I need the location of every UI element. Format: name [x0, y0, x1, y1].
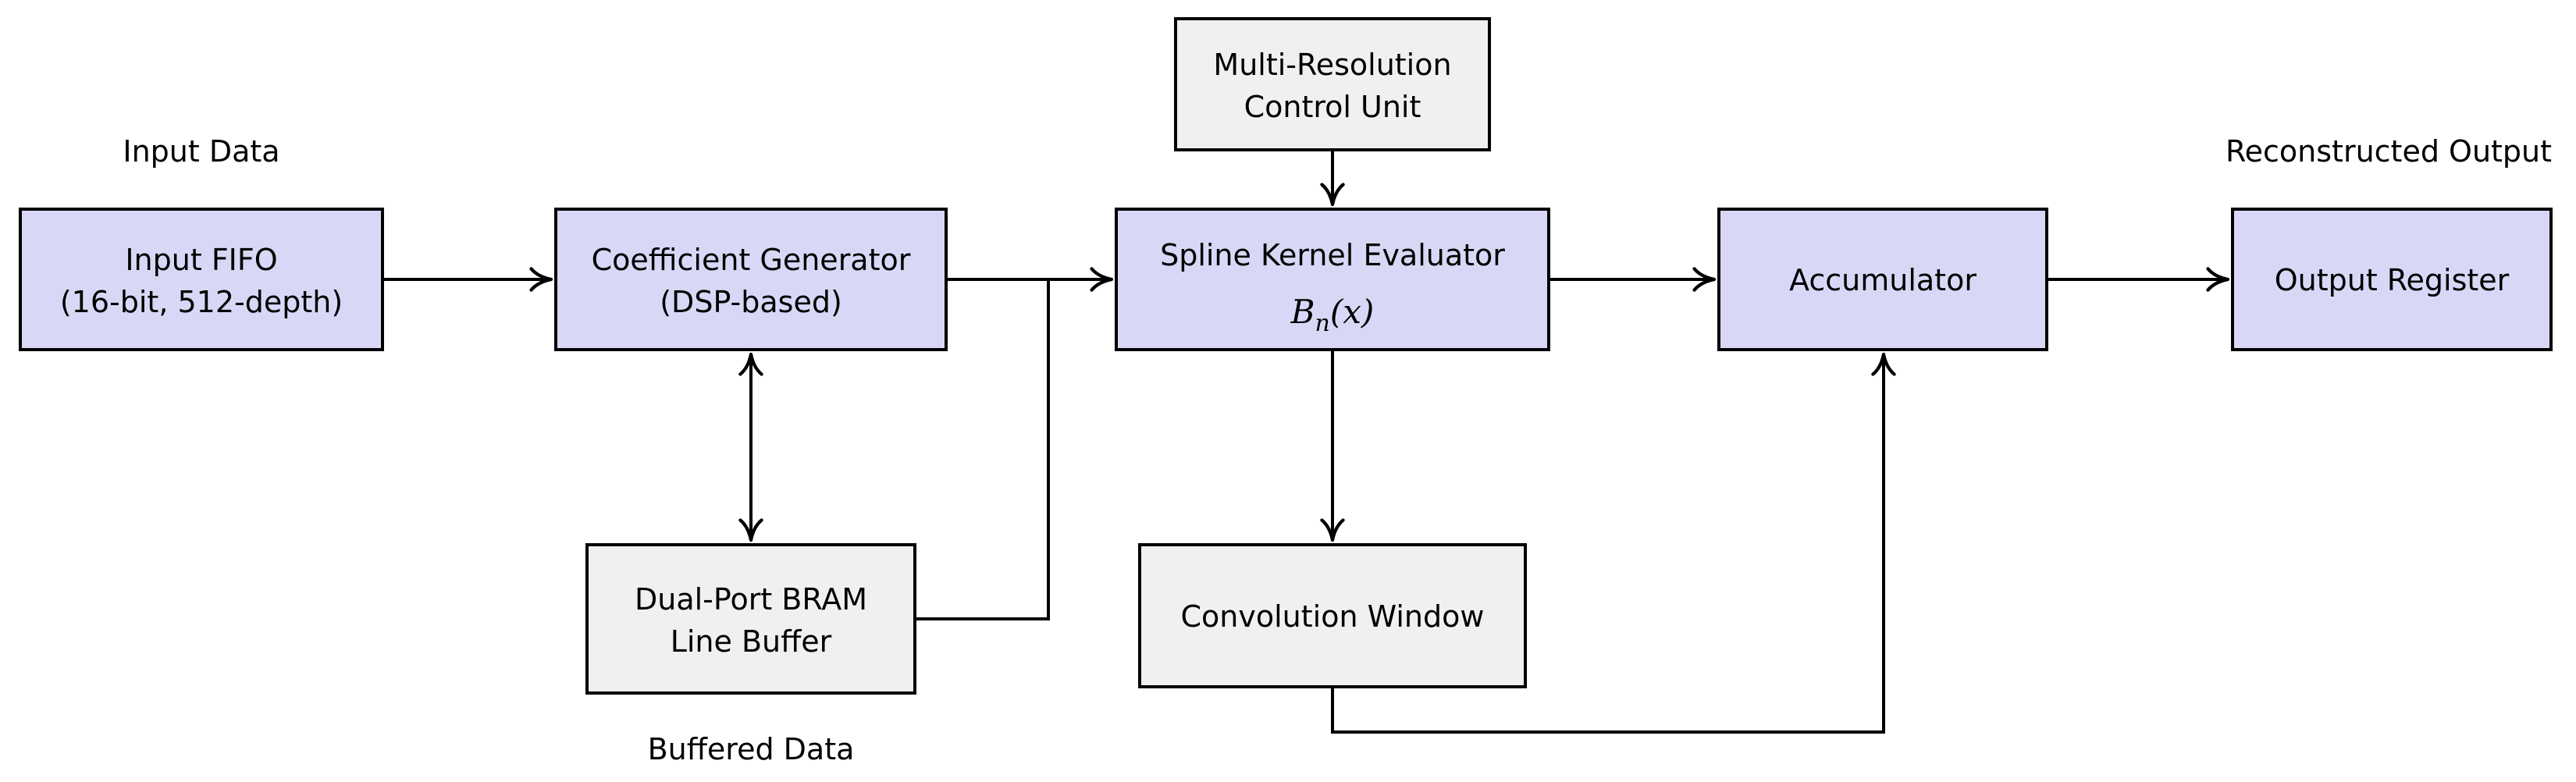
input-data-label: Input Data — [123, 134, 279, 169]
formula-subscript: n — [1315, 310, 1330, 337]
input-fifo-label-line2: (16-bit, 512-depth) — [60, 285, 343, 319]
node-input-fifo: Input FIFO (16-bit, 512-depth) — [19, 208, 384, 351]
convolution-window-label: Convolution Window — [1181, 599, 1485, 634]
bram-line-buffer-label-line2: Line Buffer — [671, 624, 832, 659]
output-register-label: Output Register — [2275, 263, 2510, 297]
accumulator-box — [1717, 208, 2048, 351]
coefficient-generator-label-line2: (DSP-based) — [660, 285, 842, 319]
buffered-data-label: Buffered Data — [648, 732, 855, 766]
input-fifo-box — [19, 208, 384, 351]
control-unit-box — [1174, 17, 1491, 151]
node-accumulator: Accumulator — [1717, 208, 2048, 351]
node-bram-line-buffer: Dual-Port BRAM Line Buffer — [585, 543, 916, 695]
wires — [382, 150, 2230, 734]
reconstructed-output-label: Reconstructed Output — [2226, 134, 2552, 169]
edge-convwindow-to-accumulator — [1331, 352, 1896, 734]
spline-evaluator-label-line1: Spline Kernel Evaluator — [1160, 238, 1505, 272]
spline-evaluator-formula: Bn(x) — [1290, 293, 1375, 337]
node-control-unit: Multi-Resolution Control Unit — [1174, 17, 1491, 151]
node-spline-evaluator: Spline Kernel Evaluator Bn(x) — [1115, 208, 1550, 351]
node-coefficient-generator: Coefficient Generator (DSP-based) — [554, 208, 948, 351]
formula-rest: (x) — [1330, 293, 1374, 331]
accumulator-label: Accumulator — [1789, 263, 1976, 297]
input-fifo-label-line1: Input FIFO — [125, 243, 277, 277]
coefficient-generator-label-line1: Coefficient Generator — [592, 243, 911, 277]
bram-line-buffer-label-line1: Dual-Port BRAM — [635, 582, 867, 617]
formula-base: B — [1290, 293, 1315, 331]
spline-evaluator-box — [1115, 208, 1550, 351]
node-convolution-window: Convolution Window — [1138, 543, 1527, 688]
node-output-register: Output Register — [2231, 208, 2553, 351]
control-unit-label-line2: Control Unit — [1244, 90, 1421, 124]
control-unit-label-line1: Multi-Resolution — [1213, 48, 1451, 82]
coefficient-generator-box — [554, 208, 948, 351]
bram-line-buffer-box — [585, 543, 916, 695]
output-register-box — [2231, 208, 2553, 351]
convolution-window-box — [1138, 543, 1527, 688]
edge-bram-to-spline-junction — [915, 279, 1050, 620]
